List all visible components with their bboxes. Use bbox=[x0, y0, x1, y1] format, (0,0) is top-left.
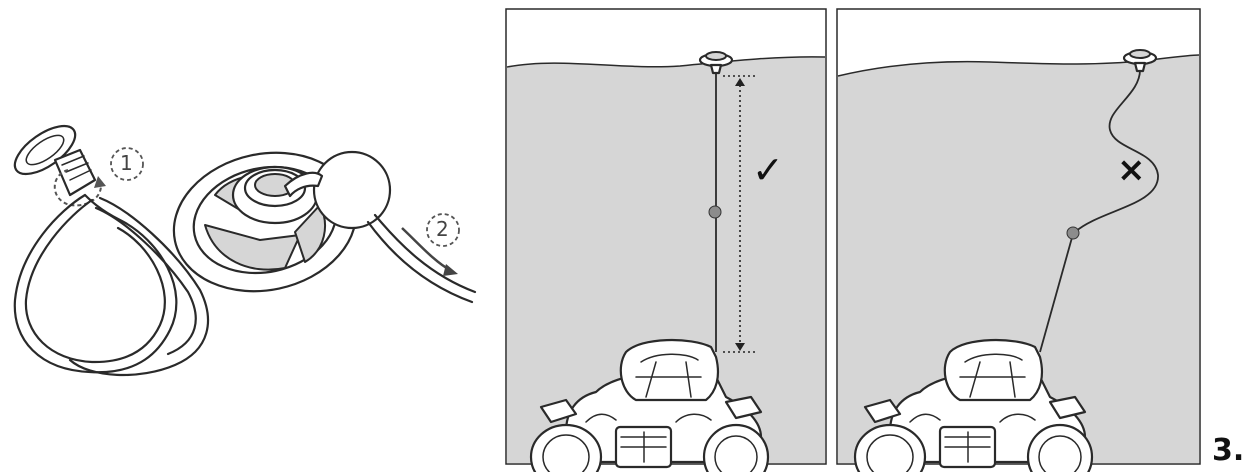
checkmark-icon: ✓ bbox=[752, 148, 784, 192]
cable-float-2 bbox=[1066, 226, 1080, 240]
panel-correct bbox=[505, 8, 827, 472]
step-1-circle bbox=[110, 147, 144, 181]
cross-icon: × bbox=[1117, 150, 1146, 190]
step-1-label: 1 bbox=[120, 151, 133, 175]
pool-water bbox=[507, 56, 825, 463]
suction-cup bbox=[13, 124, 77, 176]
float-ball bbox=[312, 150, 392, 230]
panel-incorrect bbox=[836, 8, 1201, 472]
coiled-cable bbox=[13, 193, 178, 374]
cable-float bbox=[708, 205, 722, 219]
cable-coil-illustration bbox=[13, 124, 477, 377]
slack-cable bbox=[1074, 69, 1159, 233]
step-2-circle bbox=[426, 213, 460, 247]
figure-number: 3. bbox=[1212, 433, 1245, 468]
pool-water-2 bbox=[838, 55, 1199, 463]
step-2-label: 2 bbox=[436, 217, 449, 241]
